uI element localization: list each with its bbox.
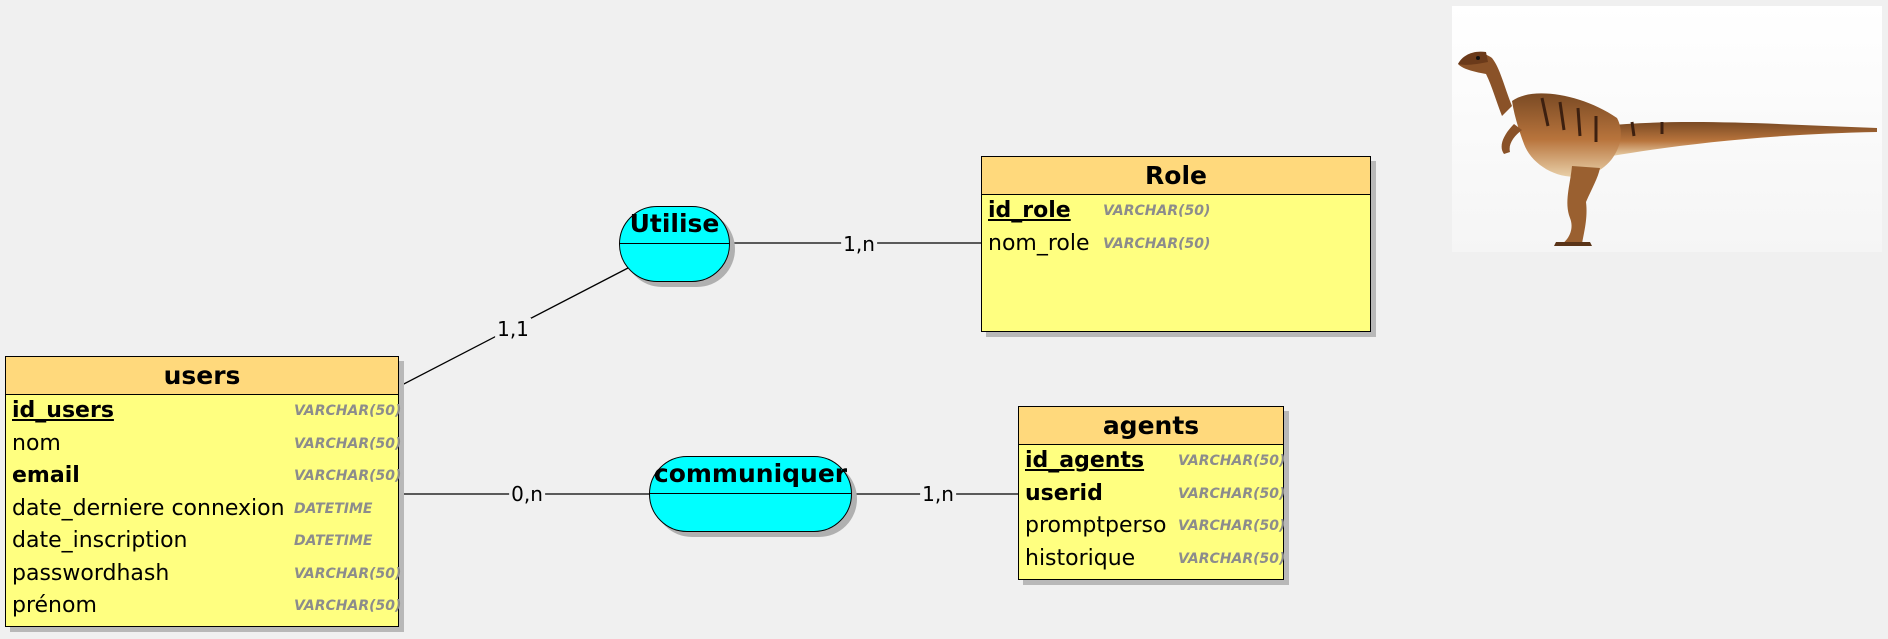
primary-key-name: id_users [12,398,114,423]
cardinality-communiquer-agents: 1,n [920,482,956,506]
attribute-row: id_agents VARCHAR(50) [1019,445,1286,478]
attribute-type: VARCHAR(50) [1103,203,1211,219]
cardinality-users-communiquer: 0,n [509,482,545,506]
attribute-row: promptperso VARCHAR(50) [1019,510,1286,543]
association-divider [620,243,729,244]
attribute-type: VARCHAR(50) [1178,518,1286,534]
attribute-type: VARCHAR(50) [294,468,402,484]
association-name: communiquer [653,459,848,488]
entity-agents[interactable]: agents id_agents VARCHAR(50) userid VARC… [1018,406,1286,580]
entity-title: agents [1019,407,1283,445]
attribute-row: userid VARCHAR(50) [1019,478,1286,511]
attribute-type: DATETIME [294,500,373,517]
attribute-row: historique VARCHAR(50) [1019,543,1286,576]
association-divider [650,493,851,494]
attribute-type: VARCHAR(50) [294,403,402,419]
attribute-name: date_inscription [12,528,188,553]
attribute-row: nom_role VARCHAR(50) [982,228,1370,261]
entity-title: users [6,357,398,395]
cardinality-utilise-role: 1,n [841,232,877,256]
velociraptor-icon [1458,51,1877,246]
primary-key-name: id_role [988,198,1071,223]
attribute-row: email VARCHAR(50) [6,460,402,493]
attribute-row: id_role VARCHAR(50) [982,195,1370,228]
attribute-type: VARCHAR(50) [1178,453,1286,469]
attribute-name: promptperso [1025,513,1167,538]
attribute-row: date_derniere connexion DATETIME [6,493,398,526]
entity-title: Role [982,157,1370,195]
attribute-name: email [12,463,80,488]
attribute-row: id_users VARCHAR(50) [6,395,402,428]
attribute-name: date_derniere connexion [12,495,285,521]
association-utilise[interactable]: Utilise [619,206,730,282]
association-communiquer[interactable]: communiquer [649,456,852,532]
attribute-name: passwordhash [12,560,170,586]
attribute-row: date_inscription DATETIME [6,525,398,558]
attribute-type: VARCHAR(50) [294,598,402,614]
attribute-type: VARCHAR(50) [294,435,402,452]
attribute-type: VARCHAR(50) [294,565,402,582]
attribute-name: nom_role [988,230,1090,256]
velociraptor-illustration [1452,6,1882,252]
association-name: Utilise [629,209,720,238]
attribute-name: historique [1025,545,1136,571]
cardinality-users-utilise: 1,1 [495,317,531,341]
attribute-type: VARCHAR(50) [1103,235,1211,252]
attribute-type: VARCHAR(50) [1178,550,1286,567]
attribute-name: prénom [12,593,97,618]
entity-users[interactable]: users id_users VARCHAR(50) nom VARCHAR(5… [5,356,402,627]
primary-key-name: id_agents [1025,448,1145,473]
attribute-row: passwordhash VARCHAR(50) [6,558,402,591]
attribute-type: DATETIME [294,533,373,549]
attribute-row: prénom VARCHAR(50) [6,590,402,623]
attribute-row: nom VARCHAR(50) [6,428,402,461]
attribute-type: VARCHAR(50) [1178,485,1286,502]
attribute-name: userid [1025,480,1103,506]
entity-role[interactable]: Role id_role VARCHAR(50) nom_role VARCHA… [981,156,1371,332]
attribute-name: nom [12,430,61,456]
